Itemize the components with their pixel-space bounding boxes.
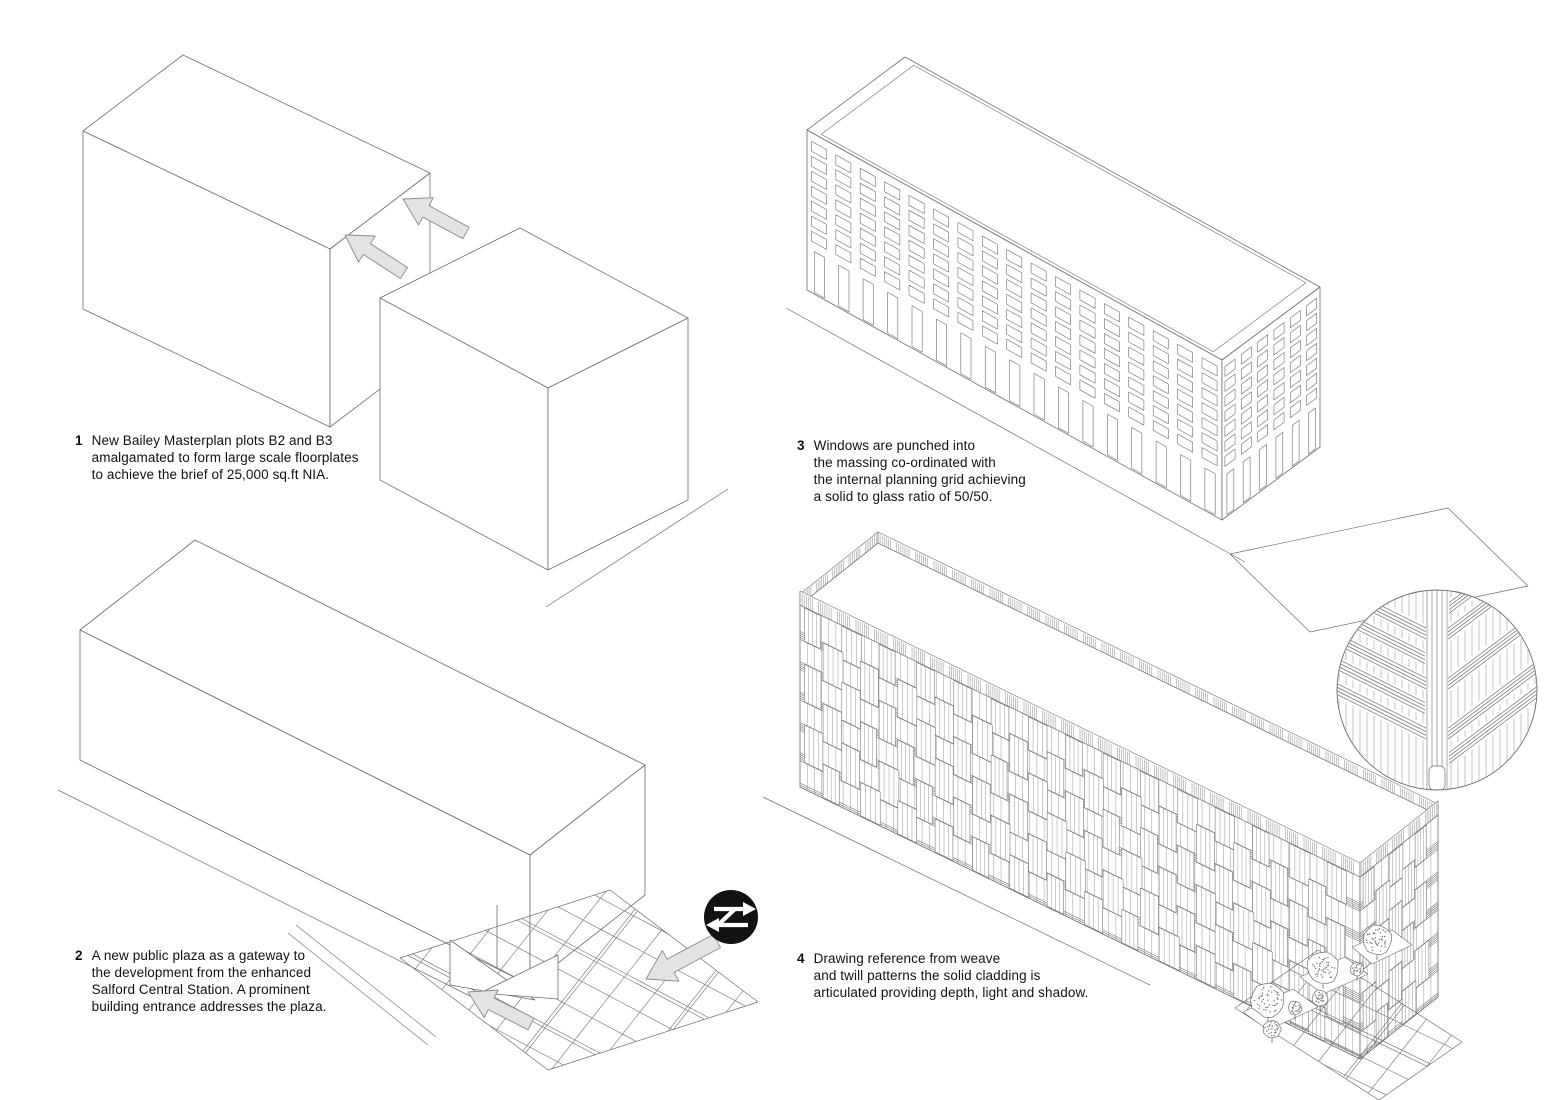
caption-panel-3: 3 Windows are punched into the massing c… bbox=[797, 437, 1097, 505]
weave-facade bbox=[799, 604, 1439, 1060]
window-grid bbox=[811, 140, 1317, 516]
caption-panel-4: 4 Drawing reference from weave and twill… bbox=[797, 950, 1127, 1001]
panel-3-punched-windows bbox=[785, 56, 1529, 633]
caption-1-text: New Bailey Masterplan plots B2 and B3 am… bbox=[91, 433, 359, 482]
caption-3-number: 3 bbox=[797, 438, 805, 453]
gateway-arrows bbox=[467, 933, 721, 1031]
detail-content bbox=[1337, 590, 1537, 790]
caption-panel-2: 2 A new public plaza as a gateway to the… bbox=[75, 947, 395, 1015]
panel-1-massing-amalgamation bbox=[82, 54, 729, 608]
national-rail-icon bbox=[704, 890, 758, 944]
caption-1-number: 1 bbox=[75, 433, 83, 448]
weave-parapet bbox=[799, 531, 1439, 878]
plaza-trees bbox=[1242, 924, 1413, 1043]
caption-4-number: 4 bbox=[797, 951, 805, 966]
panel-2-public-plaza bbox=[57, 539, 759, 1071]
panel-4-weave-cladding bbox=[762, 531, 1538, 1100]
building-entrance bbox=[449, 905, 559, 1001]
caption-3-text: Windows are punched into the massing co-… bbox=[813, 438, 1026, 504]
caption-2-text: A new public plaza as a gateway to the d… bbox=[91, 948, 327, 1014]
cladding-detail-circle bbox=[1336, 589, 1538, 791]
amalgamation-arrows bbox=[344, 197, 470, 279]
caption-2-number: 2 bbox=[75, 948, 83, 963]
caption-panel-1: 1 New Bailey Masterplan plots B2 and B3 … bbox=[75, 432, 405, 483]
caption-4-text: Drawing reference from weave and twill p… bbox=[813, 951, 1089, 1000]
